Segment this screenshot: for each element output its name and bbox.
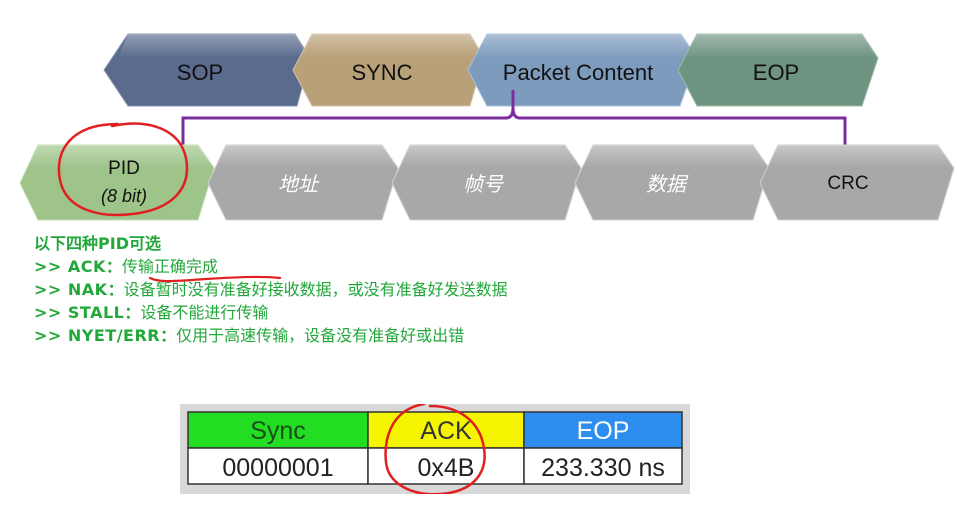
sync-label: SYNC	[351, 60, 412, 85]
note-nak-key: >> NAK	[34, 280, 108, 299]
note-nyet-err: >> NYET/ERR：仅用于高速传输，设备没有准备好或出错	[34, 324, 508, 347]
ack-packet-table: Sync ACK EOP 00000001 0x4B 233.330 ns	[180, 404, 690, 494]
field-address: 地址	[207, 144, 399, 221]
notes-heading-pid: PID	[98, 234, 129, 253]
note-nak: >> NAK：设备暂时没有准备好接收数据，或没有准备好发送数据	[34, 278, 508, 301]
header-ack: ACK	[420, 417, 472, 445]
pid-annotation-circle	[57, 122, 189, 217]
note-nak-sep: ：	[107, 280, 124, 299]
packet-segment-sync: SYNC	[292, 33, 485, 107]
ack-annotation-circle	[384, 404, 486, 494]
value-eop-cell	[523, 447, 683, 485]
note-stall-sep: ：	[124, 303, 141, 322]
note-nyet-err-key: >> NYET/ERR	[34, 326, 161, 345]
note-ack-desc: 传输正确完成	[121, 257, 218, 276]
header-eop: EOP	[577, 417, 630, 445]
note-nyet-err-desc: 仅用于高速传输，设备没有准备好或出错	[176, 326, 465, 345]
header-sync: Sync	[250, 417, 306, 445]
value-sync: 00000001	[222, 454, 333, 482]
notes-heading-text-c: 可选	[128, 234, 161, 253]
address-label: 地址	[278, 172, 320, 196]
value-ack-cell	[367, 447, 525, 485]
field-pid: PID (8 bit)	[19, 144, 215, 221]
note-stall-key: >> STALL	[34, 303, 125, 322]
note-nak-desc: 设备暂时没有准备好接收数据，或没有准备好发送数据	[123, 280, 508, 299]
frame-number-label: 帧号	[463, 172, 504, 196]
pid-notes: 以下四种PID可选 >> ACK：传输正确完成 >> NAK：设备暂时没有准备好…	[34, 232, 508, 347]
content-label: Packet Content	[503, 60, 653, 85]
packet-segment-sop: SOP	[103, 33, 311, 107]
pid-sublabel: (8 bit)	[101, 186, 147, 206]
packet-segment-content: Packet Content	[467, 33, 698, 107]
content-bracket	[181, 90, 847, 153]
value-ack: 0x4B	[418, 454, 475, 482]
eop-label: EOP	[753, 60, 799, 85]
crc-label: CRC	[827, 173, 868, 194]
data-label: 数据	[646, 172, 689, 196]
note-ack-sep: ：	[105, 257, 122, 276]
header-eop-cell	[523, 411, 683, 449]
pid-label: PID	[108, 158, 140, 179]
note-stall-desc: 设备不能进行传输	[140, 303, 269, 322]
note-ack-key: >> ACK	[34, 257, 106, 276]
notes-heading: 以下四种PID可选	[34, 232, 508, 255]
ack-annotation-underline	[148, 275, 282, 283]
packet-segment-eop: EOP	[677, 33, 879, 107]
value-eop: 233.330 ns	[541, 454, 665, 482]
note-ack: >> ACK：传输正确完成	[34, 255, 508, 283]
note-stall: >> STALL：设备不能进行传输	[34, 301, 508, 324]
packet-diagram: SOP SYNC Packet Content EOP PID (8 bit) …	[19, 33, 955, 221]
note-nyet-err-sep: ：	[160, 326, 177, 345]
notes-heading-text-a: 以下四种	[34, 234, 99, 253]
sop-label: SOP	[177, 60, 223, 85]
field-data: 数据	[574, 144, 770, 221]
field-crc: CRC	[759, 144, 955, 221]
field-frame-number: 帧号	[391, 144, 582, 221]
